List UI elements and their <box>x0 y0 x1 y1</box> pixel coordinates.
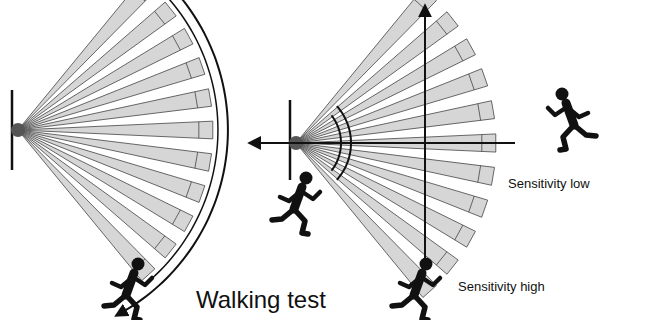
walker-figure <box>104 258 152 320</box>
detection-beam <box>296 143 488 217</box>
beam-tip <box>155 11 165 24</box>
walker-figure <box>272 172 320 235</box>
beam-tip <box>455 46 463 61</box>
detection-beam <box>18 58 205 130</box>
beam-tip <box>195 152 198 168</box>
beam-tip <box>155 236 165 249</box>
sweep-arc <box>141 0 218 283</box>
beam-tip <box>436 21 446 34</box>
walker-figure <box>548 88 596 151</box>
beam-tip <box>172 36 180 50</box>
beam-tip <box>195 92 198 108</box>
detection-beam <box>296 143 475 247</box>
figure-caption: Walking test <box>196 287 326 313</box>
sensor-lens <box>11 123 25 137</box>
detection-beam <box>296 143 436 298</box>
detection-beam <box>18 130 205 202</box>
detection-beam <box>296 69 488 143</box>
beam-tip <box>436 252 446 265</box>
beam-tip <box>186 182 191 198</box>
beam-tip <box>478 104 481 121</box>
detection-fan <box>11 0 213 281</box>
beam-tip <box>172 210 180 224</box>
beam-tip <box>469 74 475 90</box>
detection-fan <box>289 0 496 298</box>
detection-beam <box>18 130 155 281</box>
beam-tip <box>455 225 463 240</box>
beam-tip <box>198 122 199 138</box>
beam-tip <box>186 63 191 79</box>
detection-beam <box>18 130 176 258</box>
walker-figure <box>392 258 440 320</box>
sensitivity-label: Sensitivity low <box>508 177 590 191</box>
detection-beam <box>296 143 458 274</box>
beam-tip <box>133 0 145 1</box>
sensitivity-label: Sensitivity high <box>458 280 545 294</box>
beam-tip <box>478 166 481 183</box>
detection-beam <box>18 130 193 232</box>
beam-tip <box>469 196 475 212</box>
crossing-arrow <box>424 6 426 262</box>
approach-arrow <box>250 142 515 144</box>
